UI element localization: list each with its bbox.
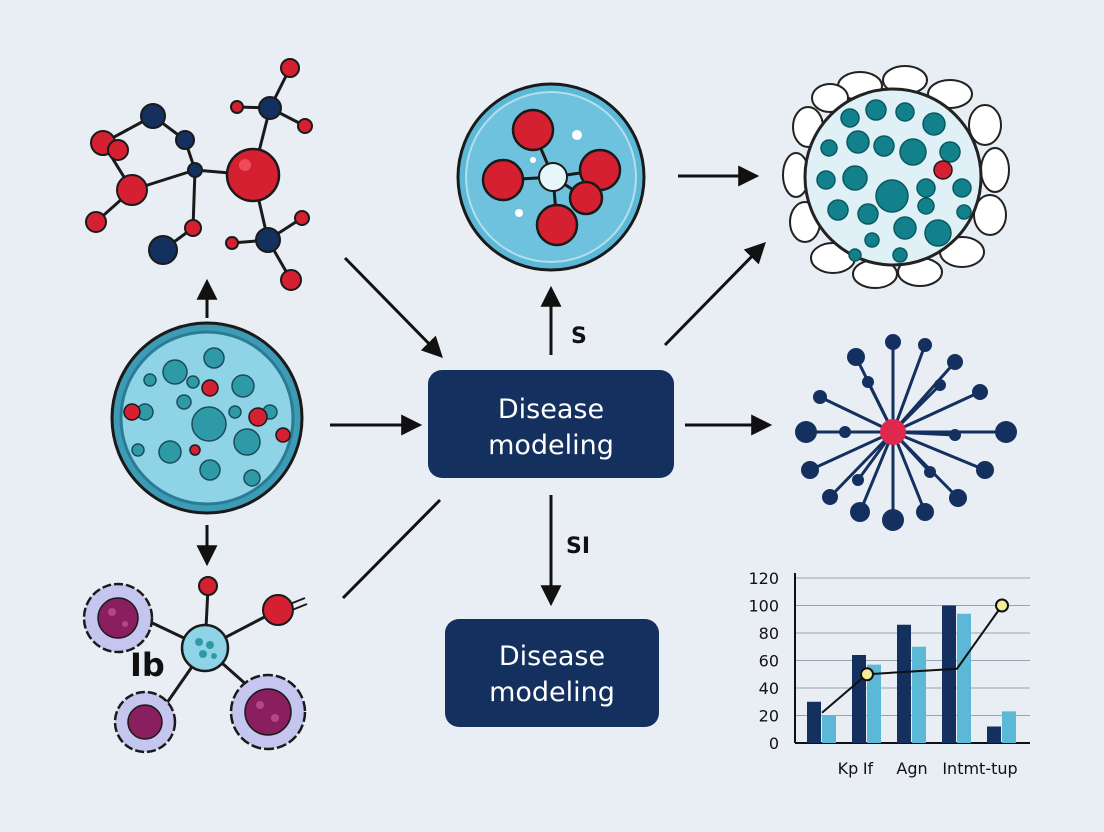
bar [957, 613, 971, 743]
y-tick-label: 60 [759, 652, 779, 671]
network-node [976, 461, 994, 479]
bar [1002, 711, 1016, 743]
arrow-molecule-to-hub [343, 256, 443, 359]
hub-primary-line1: Disease [498, 394, 604, 425]
bar [987, 726, 1001, 743]
network-node [949, 489, 967, 507]
network-node [916, 503, 934, 521]
network-node [972, 384, 988, 400]
petri-dish-icon [456, 82, 646, 272]
hub-secondary-line1: Disease [499, 641, 605, 672]
hub-primary-line2: modeling [488, 430, 614, 461]
y-tick-label: 0 [769, 734, 779, 753]
round-cell-icon [110, 321, 304, 515]
cell-cluster-icon [782, 65, 1010, 289]
trend-marker [995, 598, 1009, 613]
network-node [822, 489, 838, 505]
network-node [947, 354, 963, 370]
network-icon [795, 334, 1017, 531]
bar [942, 605, 956, 743]
network-node [813, 390, 827, 404]
line-immune-to-hub [341, 498, 442, 600]
y-tick-label: 80 [759, 624, 779, 643]
network-node [924, 466, 936, 478]
network-node [847, 348, 865, 366]
x-category-label: Agn [896, 759, 927, 778]
arrows [196, 165, 773, 607]
arrow-hub-to-cluster [663, 242, 766, 347]
network-node [995, 421, 1017, 443]
x-category-label: If [863, 759, 874, 778]
hub-secondary[interactable]: Disease modeling [445, 619, 659, 727]
y-tick-label: 40 [759, 679, 779, 698]
network-node [801, 461, 819, 479]
hub-primary[interactable]: Disease modeling [428, 370, 674, 478]
network-node [850, 502, 870, 522]
y-tick-label: 100 [748, 597, 779, 616]
y-tick-label: 120 [748, 569, 779, 588]
network-node [885, 334, 901, 350]
x-category-label: Intmt-tup [942, 759, 1017, 778]
bar [867, 664, 881, 743]
trend-marker [860, 667, 874, 682]
bar [807, 701, 821, 743]
bar [912, 646, 926, 743]
y-tick-label: 20 [759, 707, 779, 726]
bar [822, 715, 836, 743]
hub-secondary-line2: modeling [489, 677, 615, 708]
x-category-label: Kp [838, 759, 859, 778]
network-node [918, 338, 932, 352]
trend-line [821, 604, 1003, 714]
network-hub-node [880, 419, 906, 445]
network-node [934, 379, 946, 391]
network-node [795, 421, 817, 443]
immune-cluster-label: Ib [130, 646, 165, 684]
network-node [862, 376, 874, 388]
edge-label-down: SI [566, 534, 590, 559]
network-node [839, 426, 851, 438]
edge-label-up: S [571, 324, 587, 349]
network-node [882, 509, 904, 531]
immune-cells-icon: Ib [82, 576, 308, 754]
network-node [949, 429, 961, 441]
bar [897, 624, 911, 743]
network-node [852, 474, 864, 486]
molecule-icon [85, 58, 313, 291]
